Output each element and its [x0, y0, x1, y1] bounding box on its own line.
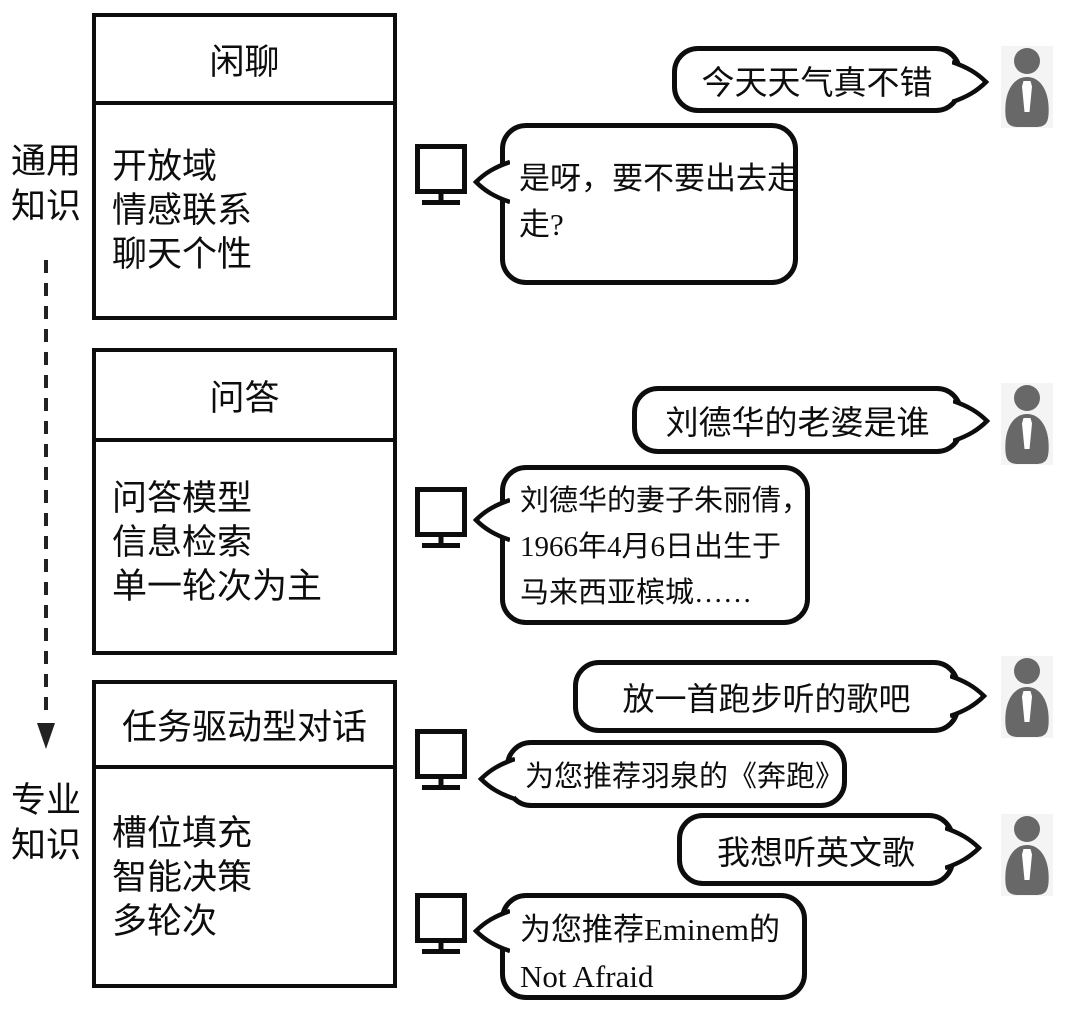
bot-bubble-3: 为您推荐羽泉的《奔跑》: [477, 740, 847, 808]
user-bubble-2: 刘德华的老婆是谁: [632, 386, 991, 454]
monitor-icon: [415, 729, 467, 790]
box-item: 聊天个性: [112, 235, 253, 274]
box-chitchat: 闲聊 开放域 情感联系 聊天个性: [92, 13, 397, 320]
user-message: 我想听英文歌: [717, 835, 915, 872]
person-icon: [1001, 383, 1053, 465]
box-item: 问答模型: [112, 479, 253, 518]
box-task-driven-dialogue: 任务驱动型对话 槽位填充 智能决策 多轮次: [92, 680, 397, 988]
label-professional-knowledge: 专业 知识: [10, 781, 81, 865]
user-bubble-1: 今天天气真不错: [672, 46, 990, 113]
bubble-tail-right-icon: [950, 674, 988, 718]
bubble-tail-right-icon: [945, 826, 983, 870]
box-item: 开放域: [112, 147, 218, 186]
person-icon: [1001, 46, 1053, 128]
monitor-icon: [415, 893, 467, 954]
bubble-tail-left-icon: [477, 757, 515, 801]
user-bubble-3: 放一首跑步听的歌吧: [573, 660, 988, 733]
box-item: 单一轮次为主: [112, 567, 323, 606]
user-message: 放一首跑步听的歌吧: [622, 680, 911, 717]
bubble-tail-right-icon: [952, 60, 990, 104]
box-item: 信息检索: [112, 523, 253, 562]
person-icon: [1001, 656, 1053, 738]
label-general-knowledge: 通用 知识: [10, 142, 81, 226]
box-item: 多轮次: [112, 902, 218, 941]
box-task-title: 任务驱动型对话: [96, 684, 393, 769]
bot-message: 为您推荐羽泉的《奔跑》: [525, 761, 845, 793]
bot-bubble-1: 是呀，要不要出去走 走?: [472, 123, 798, 285]
box-task-features: 槽位填充 智能决策 多轮次: [96, 769, 393, 944]
user-bubble-4: 我想听英文歌: [677, 813, 983, 886]
box-qa-title: 问答: [96, 352, 393, 442]
monitor-icon: [415, 487, 467, 548]
bubble-tail-left-icon: [472, 160, 510, 204]
down-arrow-dashed-icon: [37, 260, 55, 749]
bot-message: 刘德华的妻子朱丽倩， 1966年4月6日出生于 马来西亚槟城……: [520, 485, 811, 609]
monitor-icon: [415, 144, 467, 205]
box-chitchat-features: 开放域 情感联系 聊天个性: [96, 105, 393, 277]
box-item: 情感联系: [112, 191, 253, 230]
user-message: 刘德华的老婆是谁: [665, 406, 930, 442]
bot-message: 为您推荐Eminem的 Not Afraid: [520, 912, 781, 994]
box-item: 智能决策: [112, 858, 253, 897]
bubble-tail-left-icon: [472, 498, 510, 542]
user-message: 今天天气真不错: [701, 65, 933, 102]
box-item: 槽位填充: [112, 814, 253, 853]
box-question-answering: 问答 问答模型 信息检索 单一轮次为主: [92, 348, 397, 655]
bot-message: 是呀，要不要出去走 走?: [519, 161, 798, 242]
bot-bubble-2: 刘德华的妻子朱丽倩， 1966年4月6日出生于 马来西亚槟城……: [472, 465, 811, 625]
bubble-tail-right-icon: [953, 399, 991, 443]
box-chitchat-title: 闲聊: [96, 17, 393, 105]
box-qa-features: 问答模型 信息检索 单一轮次为主: [96, 442, 393, 609]
bot-bubble-4: 为您推荐Eminem的 Not Afraid: [472, 893, 807, 1000]
bubble-tail-left-icon: [472, 909, 510, 953]
person-icon: [1001, 814, 1053, 896]
